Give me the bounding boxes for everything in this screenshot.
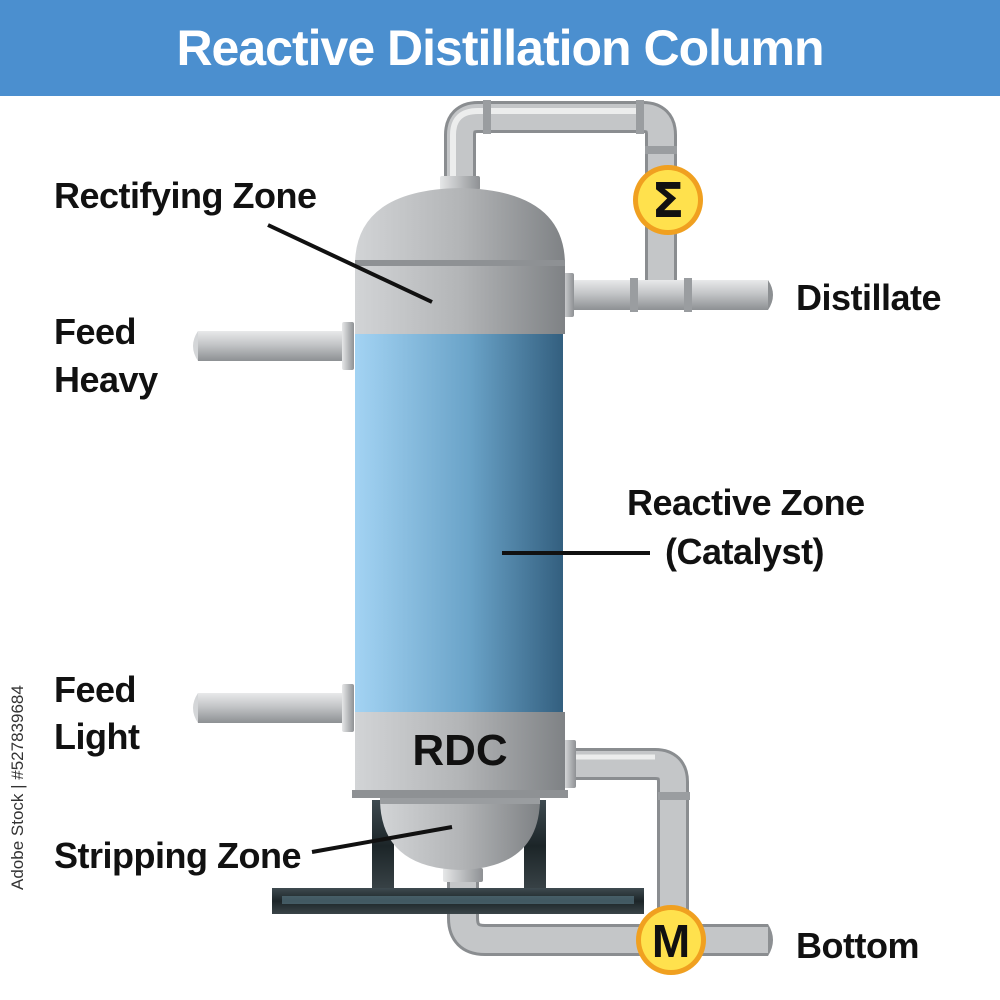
stripping-section	[355, 712, 565, 794]
title-bar: Reactive Distillation Column	[0, 0, 1000, 96]
feed-heavy-label-line2: Heavy	[54, 359, 158, 400]
rectifying-zone-label: Rectifying Zone	[54, 175, 317, 216]
distillate-label: Distillate	[796, 277, 942, 318]
stripping-zone-leader	[311, 825, 453, 854]
column-vessel	[352, 188, 568, 870]
condenser: Σ	[633, 165, 703, 235]
reboiler-symbol: M	[652, 915, 690, 967]
feed-light-label-line2: Light	[54, 716, 140, 757]
bottoms-pipe	[443, 740, 773, 956]
reactive-zone-label-line2: (Catalyst)	[665, 531, 825, 572]
rectifying-zone-leader	[267, 223, 433, 304]
stock-watermark: Adobe Stock | #527839684	[8, 685, 27, 890]
column-name: RDC	[412, 726, 507, 775]
feed-light-label-line1: Feed	[54, 669, 137, 710]
page-title: Reactive Distillation Column	[176, 20, 824, 76]
rectifying-section	[355, 266, 565, 334]
feed-heavy-label-line1: Feed	[54, 311, 137, 352]
overhead-vapor-line	[440, 100, 677, 310]
feed-heavy-pipe	[193, 322, 354, 370]
stripping-zone-label: Stripping Zone	[54, 835, 301, 876]
column-supports	[272, 800, 644, 914]
bottom-label: Bottom	[796, 925, 919, 966]
feed-light-pipe	[193, 684, 354, 732]
reactive-zone-label-line1: Reactive Zone	[627, 482, 865, 523]
reboiler: M	[636, 905, 706, 975]
condenser-symbol: Σ	[652, 173, 685, 229]
reactive-section	[355, 334, 563, 712]
